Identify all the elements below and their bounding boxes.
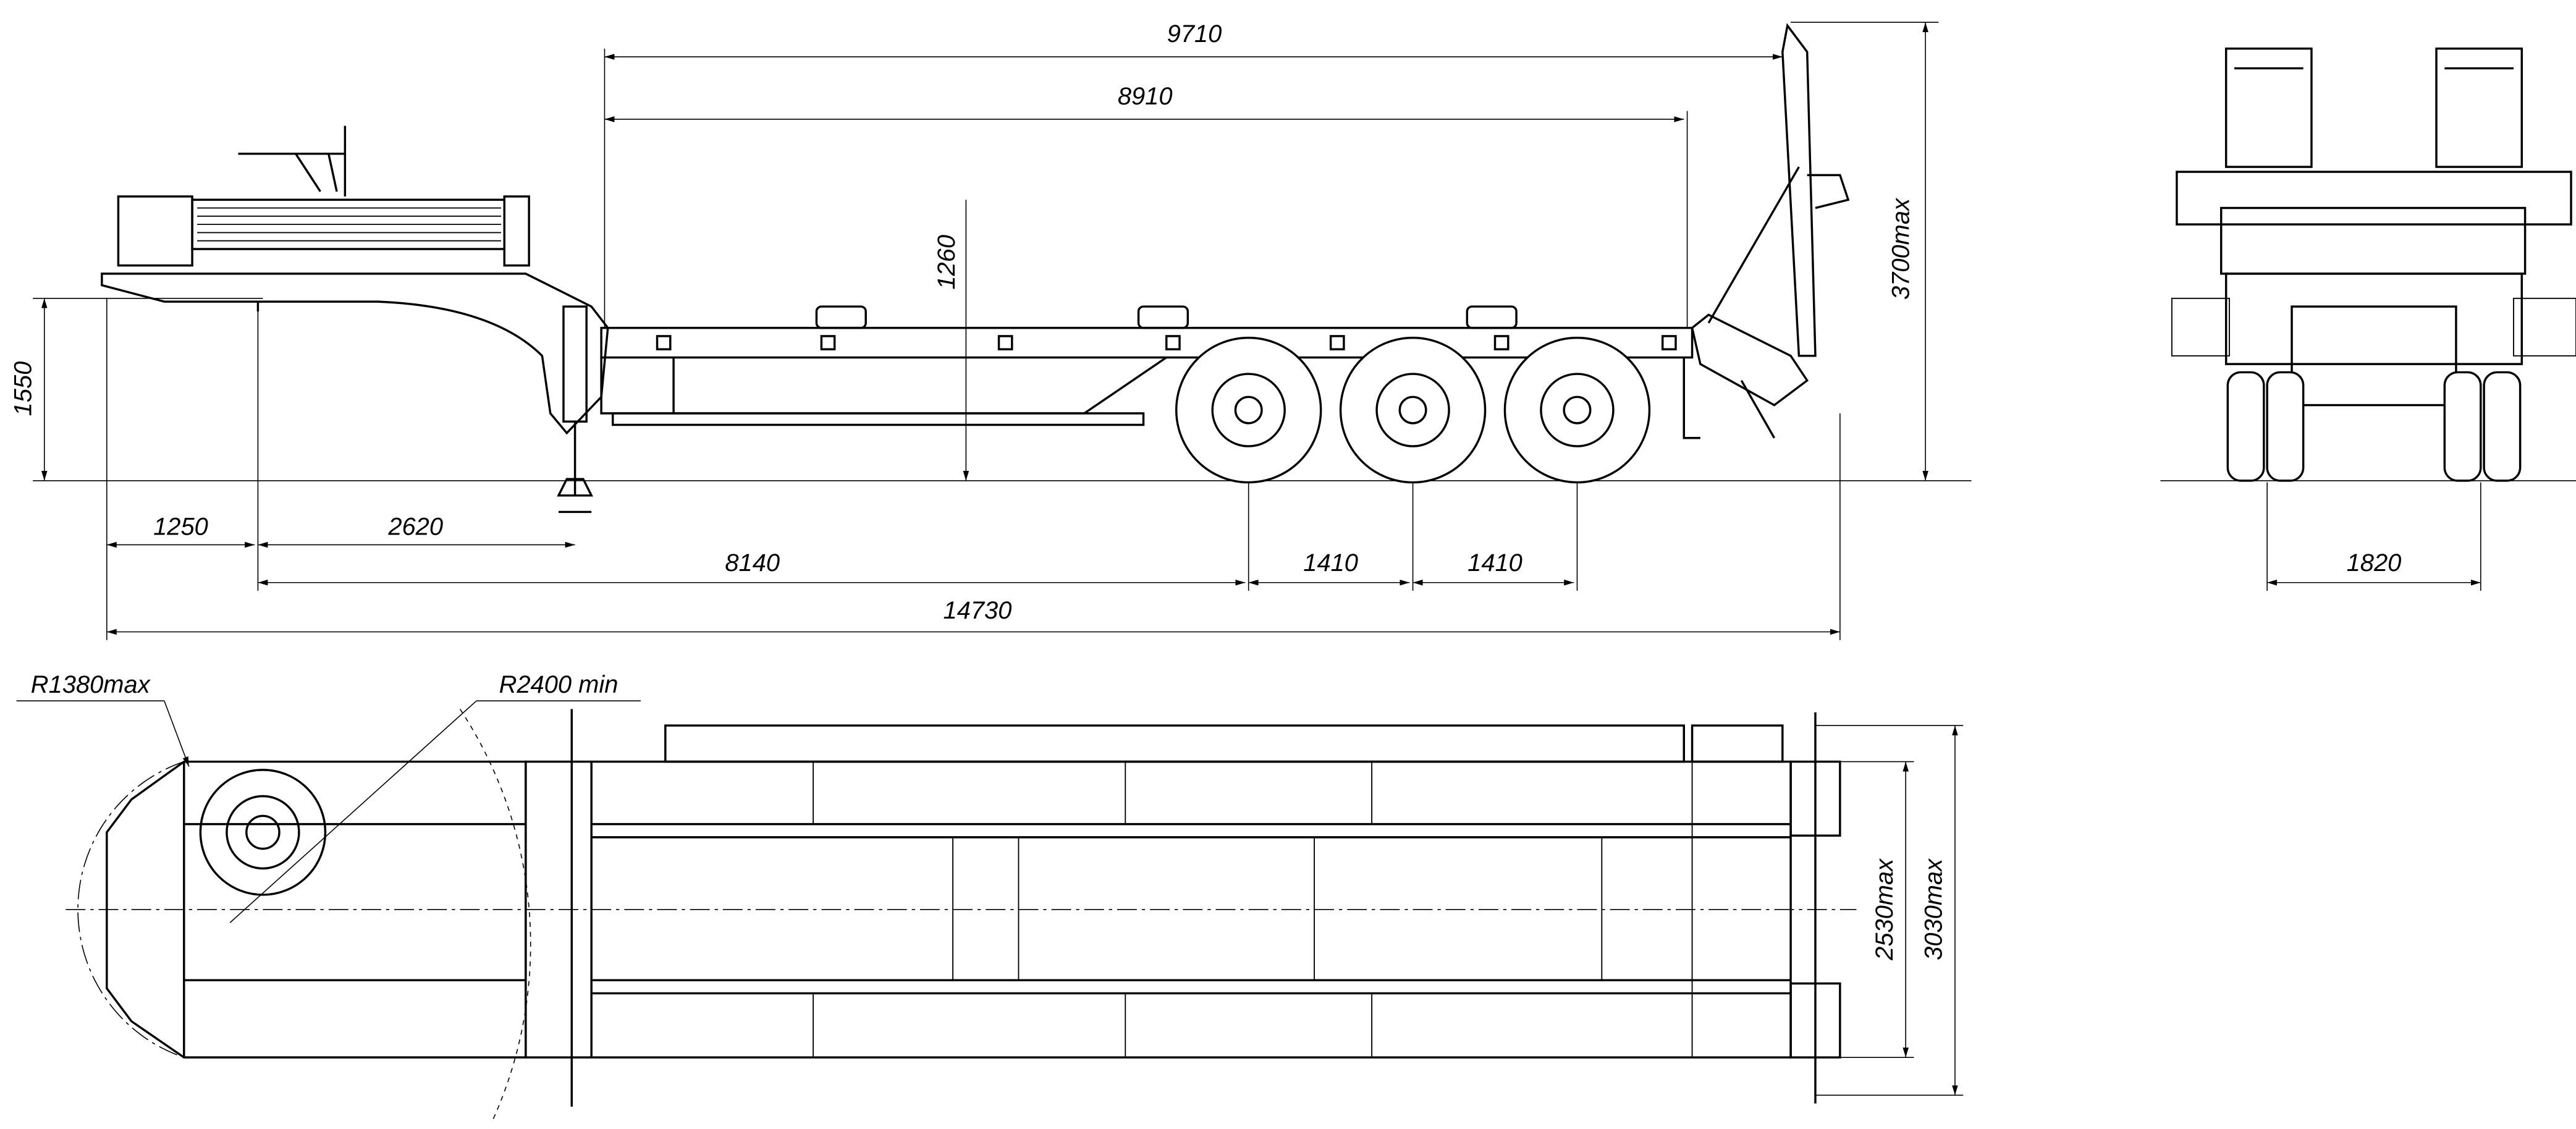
dim-label-1250: 1250 <box>153 514 208 541</box>
wheel <box>1175 336 1322 484</box>
dimension-3700max: 3700max <box>1791 22 1939 481</box>
dimension-R2400min: R2400 min <box>229 671 641 923</box>
dim-label-8910: 8910 <box>1118 83 1173 110</box>
dimension-8910: 8910 <box>604 83 1688 328</box>
dim-label-1410: 1410 <box>1303 549 1358 577</box>
dim-label-1260: 1260 <box>933 235 960 290</box>
dim-label-3700max: 3700max <box>1888 197 1915 300</box>
rear-view: 1820 <box>2160 47 2576 591</box>
top-view: R1380max R2400 min 2530max 3030max <box>16 671 1964 1120</box>
dim-label-1820: 1820 <box>2347 549 2402 577</box>
dimension-9710: 9710 <box>604 20 1783 328</box>
platform-deck <box>600 305 1694 426</box>
wheel <box>1503 336 1651 484</box>
gooseneck <box>101 125 609 514</box>
dim-label-R1380max: R1380max <box>31 671 151 698</box>
dimension-R1380max: R1380max <box>16 671 190 767</box>
dimension-1410-a: 1410 <box>1248 549 1410 586</box>
dim-label-2530max: 2530max <box>1871 858 1898 961</box>
dimension-14730: 14730 <box>106 597 1840 635</box>
axle-wheels <box>1175 336 1651 484</box>
dimension-1820: 1820 <box>2267 549 2481 586</box>
dim-label-1550: 1550 <box>10 362 37 417</box>
dimension-1260: 1260 <box>933 200 969 481</box>
dimension-1410-b: 1410 <box>1413 549 1574 586</box>
dim-label-R2400min: R2400 min <box>499 671 619 698</box>
wheel <box>1339 336 1487 484</box>
dimension-3030max: 3030max <box>1815 725 1964 1096</box>
dimension-8140: 8140 <box>258 549 1246 586</box>
spare-wheel <box>199 769 327 896</box>
loading-ramp <box>1683 23 1850 439</box>
dimension-1250: 1250 <box>106 514 255 548</box>
side-view: 9710 8910 1260 3700max 1550 1250 <box>10 20 1972 640</box>
dim-label-3030max: 3030max <box>1920 858 1948 960</box>
dimension-2620: 2620 <box>258 514 575 548</box>
dim-label-1410: 1410 <box>1467 549 1522 577</box>
dim-label-2620: 2620 <box>387 514 443 541</box>
dim-label-8140: 8140 <box>725 549 780 577</box>
dimension-1550: 1550 <box>10 297 263 481</box>
dimension-2530max: 2530max <box>1791 761 1914 1058</box>
dim-label-9710: 9710 <box>1167 20 1222 48</box>
rear-wheels <box>2226 371 2522 482</box>
dim-label-14730: 14730 <box>944 597 1012 624</box>
